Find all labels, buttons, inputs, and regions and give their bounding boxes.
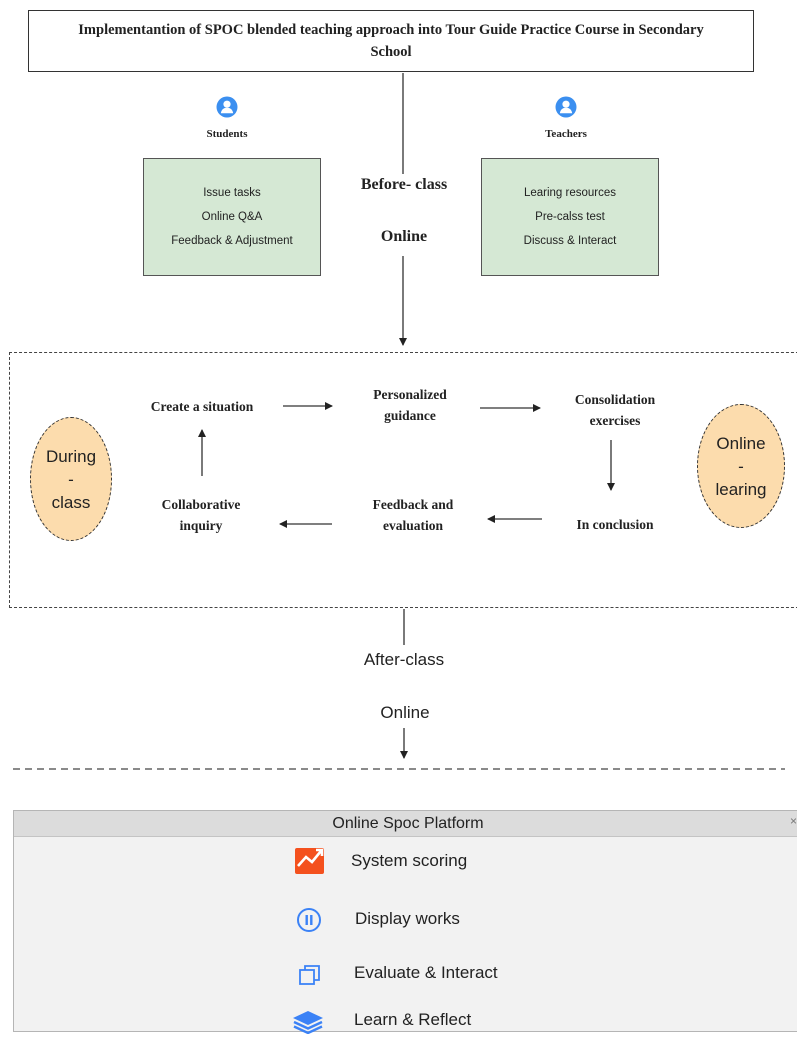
students-item: Issue tasks	[203, 187, 261, 199]
students-item: Feedback & Adjustment	[171, 235, 293, 247]
user-icon	[555, 96, 577, 118]
ellipse-line: Online	[716, 433, 766, 453]
ellipse-line: -	[738, 456, 744, 476]
step-consolidation-exercises: Consolidation exercises	[545, 389, 685, 431]
step-line: inquiry	[179, 518, 223, 533]
copy-icon	[298, 963, 322, 987]
students-item: Online Q&A	[201, 211, 263, 223]
ellipse-line: -	[68, 469, 74, 489]
teachers-box: Learing resources Pre-calss test Discuss…	[481, 158, 659, 276]
pause-circle-icon	[296, 907, 322, 933]
teachers-item: Learing resources	[523, 187, 617, 199]
during-class-ellipse: During - class	[30, 417, 112, 541]
close-icon[interactable]: ×	[790, 814, 797, 828]
step-in-conclusion: In conclusion	[576, 517, 654, 532]
teachers-label: Teachers	[545, 128, 587, 140]
platform-title: Online Spoc Platform	[332, 814, 484, 832]
platform-item-display-works[interactable]: Display works	[355, 909, 460, 928]
step-line: guidance	[384, 408, 436, 423]
ellipse-line: class	[51, 492, 91, 512]
step-feedback-evaluation: Feedback and evaluation	[340, 494, 486, 536]
online-learning-ellipse: Online - learing	[697, 404, 785, 528]
step-personalized-guidance: Personalized guidance	[340, 384, 480, 426]
teachers-item: Pre-calss test	[535, 211, 605, 223]
ellipse-line: learing	[715, 479, 767, 499]
step-create-situation: Create a situation	[150, 399, 254, 414]
step-line: Consolidation	[574, 392, 656, 407]
during-class-region	[9, 352, 797, 608]
platform-item-system-scoring[interactable]: System scoring	[351, 851, 468, 870]
step-line: exercises	[589, 413, 641, 428]
before-class-online-label: Online	[363, 228, 445, 246]
after-class-label: After-class	[338, 650, 470, 670]
step-line: Personalized	[373, 387, 447, 402]
online-spoc-platform: Online Spoc Platform × System scoring Di…	[13, 810, 797, 1035]
platform-header: Online Spoc Platform	[14, 811, 797, 837]
students-label: Students	[206, 128, 248, 140]
layers-icon	[291, 1010, 325, 1035]
user-icon	[216, 96, 238, 118]
after-class-online-label: Online	[360, 703, 450, 723]
trend-chart-icon	[294, 845, 326, 875]
platform-item-learn-reflect[interactable]: Learn & Reflect	[354, 1010, 472, 1029]
diagram-title: Implementantion of SPOC blended teaching…	[28, 10, 754, 72]
step-line: Feedback and	[372, 497, 454, 512]
platform-item-evaluate-interact[interactable]: Evaluate & Interact	[354, 963, 498, 982]
students-box: Issue tasks Online Q&A Feedback & Adjust…	[143, 158, 321, 276]
teachers-item: Discuss & Interact	[523, 235, 617, 247]
step-collaborative-inquiry: Collaborative inquiry	[131, 494, 271, 536]
step-line: evaluation	[382, 518, 443, 533]
before-class-label: Before- class	[345, 176, 463, 194]
ellipse-line: During	[45, 446, 97, 466]
step-line: Collaborative	[161, 497, 241, 512]
